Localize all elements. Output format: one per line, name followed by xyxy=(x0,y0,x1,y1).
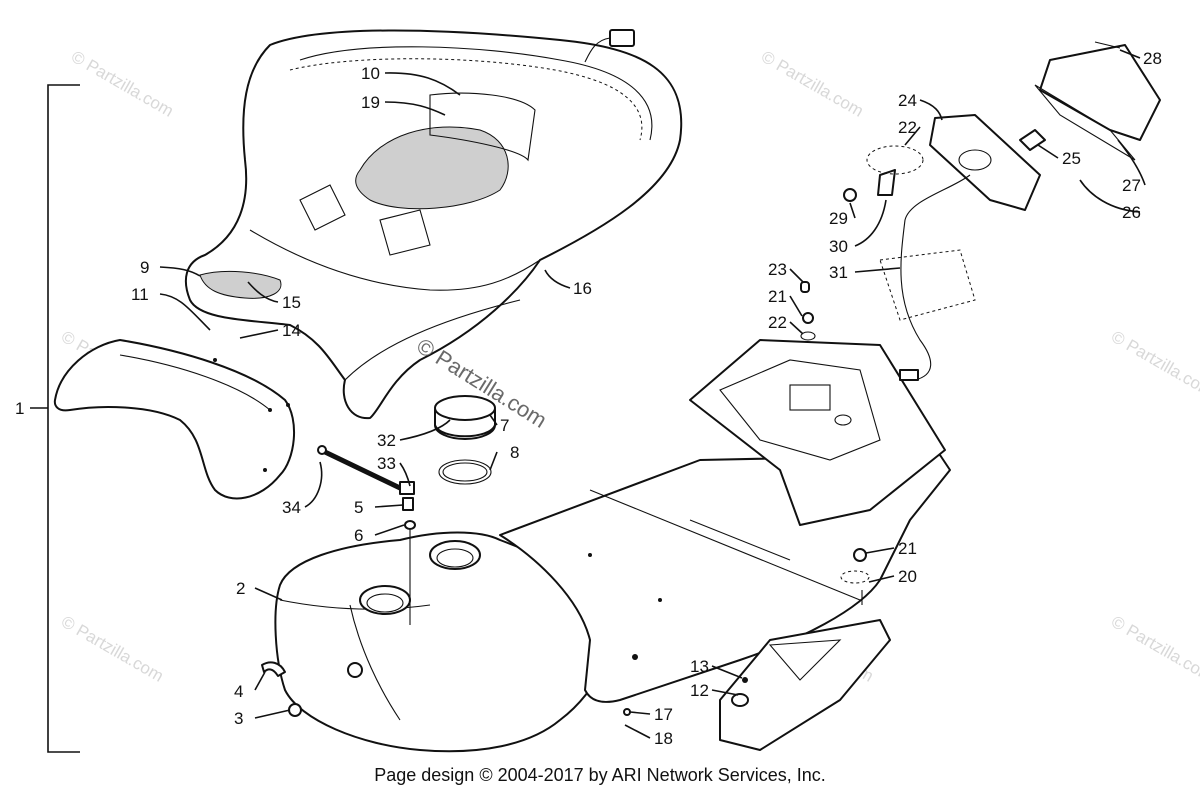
seat-cover-part xyxy=(53,339,296,500)
callout-17: 17 xyxy=(654,705,673,724)
callout-16: 16 xyxy=(573,279,592,298)
callout-21: 21 xyxy=(898,539,917,558)
callout-14: 14 xyxy=(282,321,301,340)
watermark: © Partzilla.com xyxy=(68,47,177,121)
callout-33: 33 xyxy=(377,454,396,473)
callout-27: 27 xyxy=(1122,176,1141,195)
watermark: © Partzilla.com xyxy=(758,47,867,121)
callout-15: 15 xyxy=(282,293,301,312)
callout-9: 9 xyxy=(140,258,149,277)
watermark: © Partzilla.com xyxy=(1108,327,1200,401)
vent-hose xyxy=(317,445,416,530)
hardware xyxy=(261,281,870,717)
callout-22: 22 xyxy=(898,118,917,137)
leader-lines xyxy=(159,49,1146,739)
assembly-bracket xyxy=(30,84,80,753)
side-panel xyxy=(719,619,891,751)
callout-12: 12 xyxy=(690,681,709,700)
seat-assembly xyxy=(184,29,683,420)
callout-34: 34 xyxy=(282,498,301,517)
callout-10: 10 xyxy=(361,64,380,83)
callout-3: 3 xyxy=(234,709,243,728)
callout-1: 1 xyxy=(15,399,24,418)
gas-cap xyxy=(434,395,496,485)
callout-25: 25 xyxy=(1062,149,1081,168)
callout-4: 4 xyxy=(234,682,243,701)
callout-11: 11 xyxy=(131,285,149,304)
callout-31: 31 xyxy=(829,263,848,282)
storage-box xyxy=(689,339,946,526)
callout-2: 2 xyxy=(236,579,245,598)
callout-19: 19 xyxy=(361,93,380,112)
callout-30: 30 xyxy=(829,237,848,256)
callout-29: 29 xyxy=(829,209,848,228)
callout-5: 5 xyxy=(354,498,363,517)
watermark: © Partzilla.com xyxy=(1108,612,1200,686)
callout-6: 6 xyxy=(354,526,363,545)
watermark: © Partzilla.com xyxy=(58,612,167,686)
callout-28: 28 xyxy=(1143,49,1162,68)
taillight-assembly xyxy=(843,41,1161,381)
callout-32: 32 xyxy=(377,431,396,450)
callout-labels: 1 2 3 4 5 6 7 8 9 10 11 12 13 14 15 16 1… xyxy=(15,49,1162,748)
callout-18: 18 xyxy=(654,729,673,748)
callout-26: 26 xyxy=(1122,203,1141,222)
callout-24: 24 xyxy=(898,91,917,110)
callout-8: 8 xyxy=(510,443,519,462)
callout-7: 7 xyxy=(500,416,509,435)
callout-22: 22 xyxy=(768,313,787,332)
footer-copyright: Page design © 2004-2017 by ARI Network S… xyxy=(374,765,826,785)
callout-21: 21 xyxy=(768,287,787,306)
callout-20: 20 xyxy=(898,567,917,586)
callout-23: 23 xyxy=(768,260,787,279)
callout-13: 13 xyxy=(690,657,709,676)
